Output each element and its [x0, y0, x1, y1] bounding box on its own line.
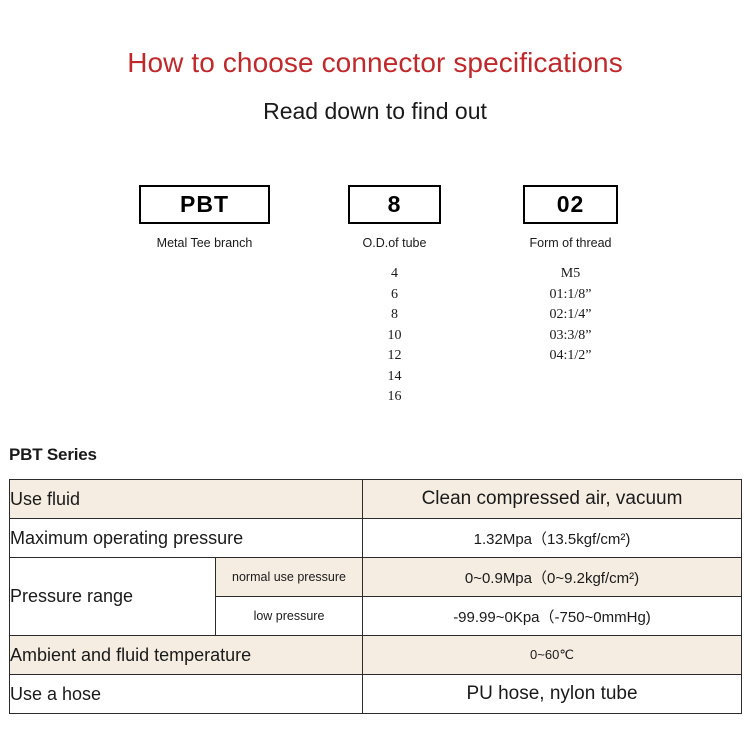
table-row-value: 0~60℃ — [362, 635, 742, 675]
code-option-item: 4 — [391, 266, 398, 281]
series-heading: PBT Series — [9, 445, 97, 464]
code-option-item: 16 — [387, 389, 402, 404]
code-option-item: 8 — [391, 307, 398, 322]
table-sub-row-label: low pressure — [215, 596, 363, 636]
code-option-item: 01:1/8” — [549, 286, 592, 302]
code-caption-thread-form: Form of thread — [529, 236, 612, 250]
table-row: Maximum operating pressure 1.32Mpa（13.5k… — [9, 518, 742, 558]
code-column-metal-tee-branch: PBT Metal Tee branch — [139, 185, 270, 250]
page-subtitle: Read down to find out — [263, 98, 487, 124]
code-column-form-of-thread: 02 Form of thread M5 01:1/8” 02:1/4” 03:… — [523, 185, 618, 367]
code-caption-prefix: Metal Tee branch — [156, 236, 253, 250]
code-column-od-of-tube: 8 O.D.of tube 4 6 8 10 12 14 16 — [348, 185, 441, 408]
code-options-tube-size: 4 6 8 10 12 14 16 — [348, 264, 441, 408]
table-row-value: 1.32Mpa（13.5kgf/cm²) — [362, 518, 742, 558]
code-box-prefix: PBT — [139, 185, 270, 224]
code-box-prefix-value: PBT — [180, 191, 229, 217]
table-row: Ambient and fluid temperature 0~60℃ — [9, 635, 742, 675]
code-option-item: 02:1/4” — [549, 307, 592, 322]
code-option-item: 04:1/2” — [549, 348, 592, 363]
table-row-label: Ambient and fluid temperature — [9, 635, 363, 675]
table-row-label: Maximum operating pressure — [9, 518, 363, 558]
code-option-item: M5 — [560, 266, 581, 281]
code-option-item: 6 — [391, 286, 398, 302]
code-option-item: 03:3/8” — [549, 327, 592, 343]
table-row-value: Clean compressed air, vacuum — [362, 479, 742, 519]
table-row-value: PU hose, nylon tube — [362, 674, 742, 714]
table-row: Use a hose PU hose, nylon tube — [9, 674, 742, 714]
table-row: Pressure range normal use pressure 0~0.9… — [9, 557, 742, 636]
code-breakdown-section: PBT Metal Tee branch 8 O.D.of tube 4 6 8… — [0, 185, 750, 425]
code-option-item: 10 — [387, 327, 402, 343]
code-box-tube-size-value: 8 — [387, 191, 402, 217]
table-sub-row-value: 0~0.9Mpa（0~9.2kgf/cm²) — [362, 557, 742, 597]
table-sub-row-label: normal use pressure — [215, 557, 363, 597]
code-option-item: 12 — [387, 348, 402, 363]
page-title: How to choose connector specifications — [127, 47, 623, 78]
code-options-thread-form: M5 01:1/8” 02:1/4” 03:3/8” 04:1/2” — [523, 264, 618, 367]
code-caption-tube-size: O.D.of tube — [362, 236, 427, 250]
code-box-thread-form: 02 — [523, 185, 618, 224]
table-row-label: Use a hose — [9, 674, 363, 714]
table-row: low pressure -99.99~0Kpa（-750~0mmHg) — [10, 596, 742, 636]
table-sub-row-value: -99.99~0Kpa（-750~0mmHg) — [362, 596, 742, 636]
table-row: Use fluid Clean compressed air, vacuum — [9, 479, 742, 519]
specification-table: Use fluid Clean compressed air, vacuum M… — [9, 479, 742, 714]
table-row-label: Pressure range — [9, 557, 216, 636]
table-row-label: Use fluid — [9, 479, 363, 519]
code-box-tube-size: 8 — [348, 185, 441, 224]
code-option-item: 14 — [387, 368, 402, 384]
code-box-thread-form-value: 02 — [556, 191, 585, 217]
